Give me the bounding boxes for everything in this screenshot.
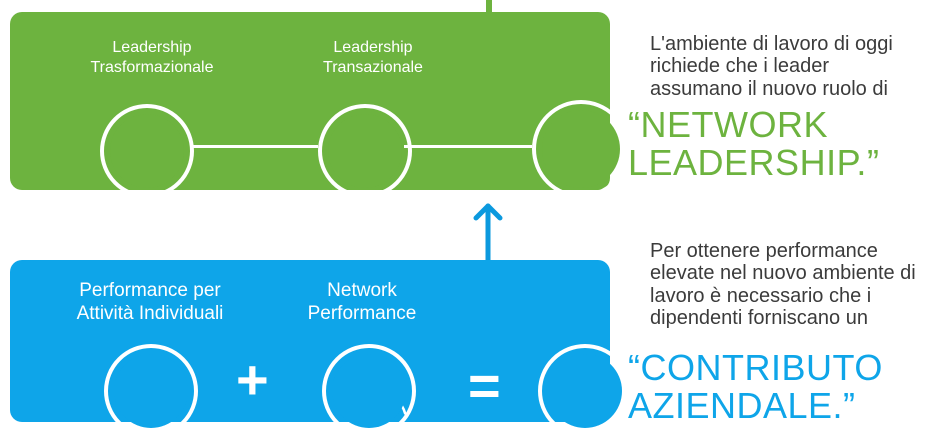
label-network: Network Performance [282, 280, 442, 326]
up-arrow-icon [473, 203, 503, 269]
label-network-text: Network Performance [307, 280, 417, 324]
label-individual: Performance per Attività Individuali [40, 280, 260, 326]
connector-line-1 [190, 145, 318, 148]
network-performance-icon-circle [322, 344, 416, 429]
network-leadership-quote: “NETWORK LEADERSHIP.” [628, 104, 880, 183]
top-connector [486, 0, 492, 14]
label-transformational-text: Leadership Trasformazionale [90, 39, 214, 76]
top-description: L'ambiente di lavoro di oggi richiede ch… [650, 33, 893, 100]
bottom-description: Per ottenere performance elevate nel nuo… [650, 240, 916, 330]
plus-operator: + [236, 348, 269, 411]
company-icon-circle [538, 344, 632, 429]
network-icon-circle [532, 100, 630, 198]
transformational-icon-circle [100, 104, 194, 198]
individual-icon-circle [104, 344, 198, 429]
contributo-aziendale-quote: “CONTRIBUTO AZIENDALE.” [628, 347, 883, 426]
label-individual-text: Performance per Attività Individuali [76, 280, 224, 324]
label-transformational: Leadership Trasformazionale [62, 38, 242, 78]
label-transactional-text: Leadership Transazionale [323, 39, 423, 76]
equals-operator: = [468, 354, 501, 417]
connector-line-2 [404, 145, 532, 148]
transactional-icon-circle [318, 104, 412, 198]
label-transactional: Leadership Transazionale [298, 38, 448, 78]
